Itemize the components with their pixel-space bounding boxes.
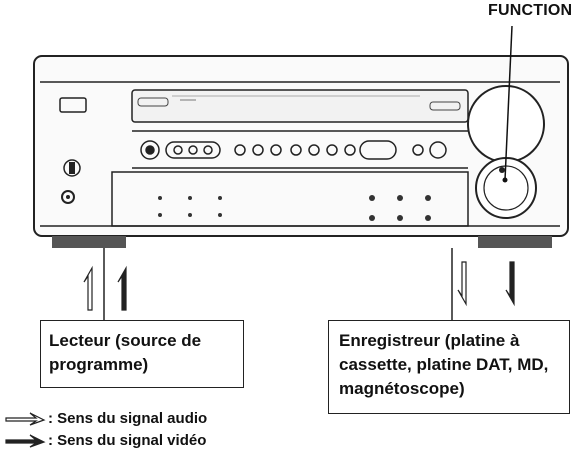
player-box: Lecteur (source de programme) (40, 320, 244, 388)
audio-arrow-icon (5, 412, 46, 426)
legend-video: : Sens du signal vidéo (48, 432, 206, 449)
legend-audio: : Sens du signal audio (48, 410, 207, 427)
headphone-jack (61, 190, 75, 204)
right-foot (478, 236, 552, 248)
display-window (131, 89, 469, 123)
legend-audio-text: : Sens du signal audio (48, 410, 208, 427)
left-foot (52, 236, 126, 248)
control-strip (132, 130, 468, 169)
recorder-box: Enregistreur (platine à cassette, platin… (328, 320, 570, 414)
video-arrow-icon (5, 434, 46, 448)
recorder-label: Enregistreur (platine à cassette, platin… (339, 331, 549, 398)
selector-knob (63, 159, 81, 177)
lower-panel-buttons (158, 195, 431, 221)
function-leader (504, 25, 513, 181)
input-arrows (83, 265, 127, 311)
output-arrows (457, 261, 515, 307)
legend-video-text: : Sens du signal vidéo (48, 432, 207, 449)
function-label: FUNCTION (488, 2, 573, 19)
player-label: Lecteur (source de programme) (49, 331, 202, 374)
power-button (59, 97, 87, 113)
connection-lines (103, 248, 453, 320)
